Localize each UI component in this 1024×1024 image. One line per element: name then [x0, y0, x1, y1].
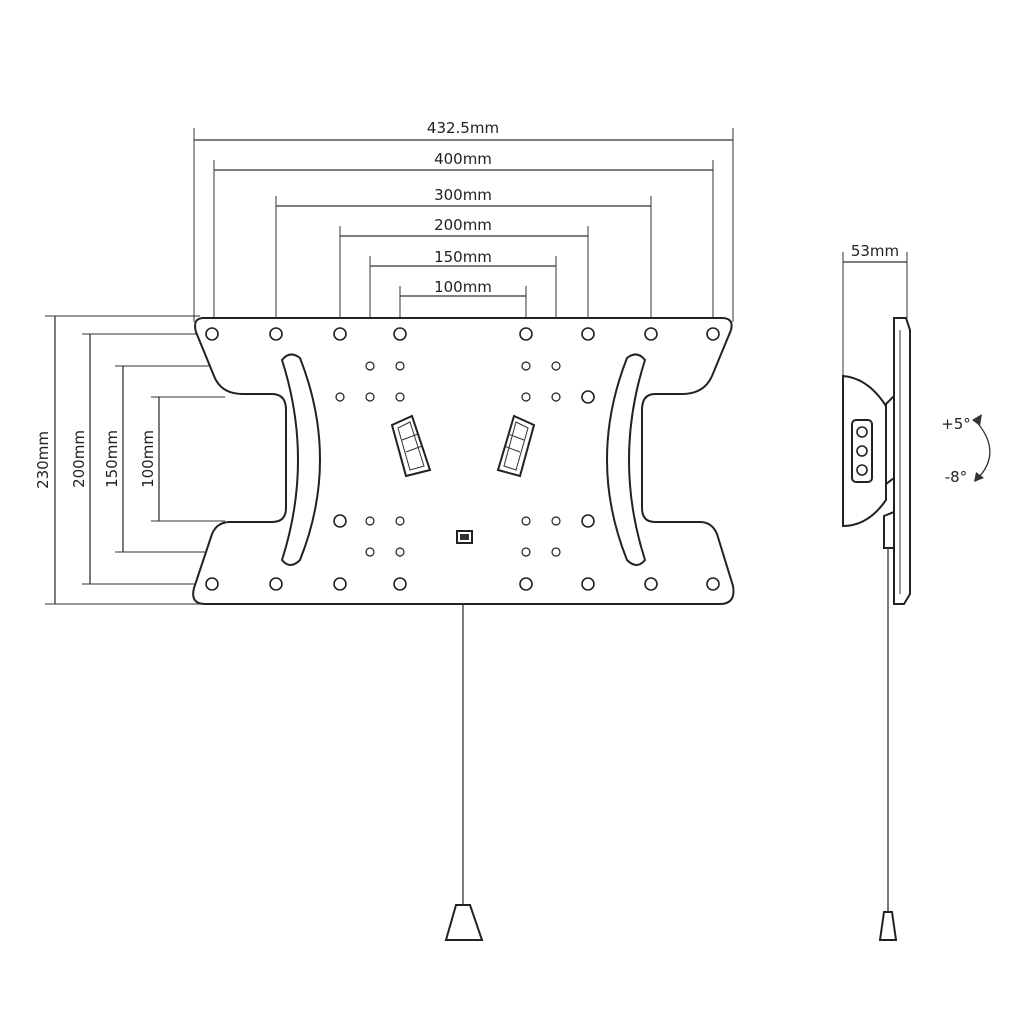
label-h150: 150mm	[103, 430, 121, 488]
side-pull-cord-handle	[878, 911, 898, 941]
small-hole	[551, 361, 561, 371]
mount-hole	[393, 327, 407, 341]
small-hole	[551, 516, 561, 526]
mount-hole	[205, 577, 219, 591]
small-hole	[551, 392, 561, 402]
label-h200: 200mm	[70, 430, 88, 488]
side-upper-hook	[885, 393, 895, 486]
bracket-plate-front	[192, 317, 735, 941]
mount-hole	[644, 577, 658, 591]
label-200: 200mm	[434, 216, 492, 234]
side-lower-hook	[883, 510, 895, 549]
left-hook-bracket	[390, 414, 432, 478]
mount-hole	[706, 577, 720, 591]
top-hole-row	[205, 327, 720, 341]
mount-hole	[581, 327, 595, 341]
mount-hole	[333, 577, 347, 591]
small-hole	[365, 547, 375, 557]
mount-hole	[205, 327, 219, 341]
tilt-indicator: +5° -8°	[941, 414, 991, 486]
small-hole	[365, 361, 375, 371]
small-hole	[395, 392, 405, 402]
tilt-down-label: -8°	[945, 468, 967, 486]
label-h100: 100mm	[139, 430, 157, 488]
label-432: 432.5mm	[427, 119, 499, 137]
small-hole	[551, 547, 561, 557]
mount-hole	[519, 577, 533, 591]
label-depth: 53mm	[851, 242, 899, 260]
plate-outline	[192, 317, 735, 605]
small-hole	[395, 547, 405, 557]
label-300: 300mm	[434, 186, 492, 204]
level-indicator-core	[460, 534, 469, 540]
horizontal-dimensions: 432.5mm 400mm 300mm 200mm 150mm 100mm	[193, 119, 734, 362]
mount-hole	[393, 577, 407, 591]
tilt-arc	[974, 419, 991, 477]
right-hook-bracket	[496, 414, 536, 478]
small-hole	[335, 392, 345, 402]
mount-hole	[333, 514, 347, 528]
mount-hole	[269, 327, 283, 341]
tilt-up-label: +5°	[941, 415, 971, 433]
label-100: 100mm	[434, 278, 492, 296]
bottom-hole-row	[205, 577, 720, 591]
label-230: 230mm	[34, 431, 52, 489]
left-curved-slot	[280, 353, 321, 566]
small-hole	[395, 361, 405, 371]
label-150: 150mm	[434, 248, 492, 266]
tilt-arrow-up-icon	[972, 414, 982, 426]
small-hole	[521, 361, 531, 371]
mount-hole	[269, 577, 283, 591]
right-curved-slot	[606, 353, 647, 566]
mount-hole	[706, 327, 720, 341]
tilt-arrow-down-icon	[974, 472, 984, 482]
pull-cord-handle	[444, 904, 484, 941]
side-tv-plate	[893, 317, 911, 605]
mount-hole	[581, 390, 595, 404]
mount-hole	[519, 327, 533, 341]
small-hole	[521, 516, 531, 526]
pivot-bolt-top	[856, 426, 868, 438]
small-hole	[521, 547, 531, 557]
mount-hole	[581, 577, 595, 591]
pivot-bolt-bottom	[856, 464, 868, 476]
pivot-bolt-mid	[856, 445, 868, 457]
small-hole	[365, 392, 375, 402]
small-hole	[395, 516, 405, 526]
mount-hole	[644, 327, 658, 341]
small-hole	[521, 392, 531, 402]
small-hole	[365, 516, 375, 526]
inner-hole-grid	[333, 361, 595, 557]
mount-hole	[333, 327, 347, 341]
mount-hole	[581, 514, 595, 528]
label-400: 400mm	[434, 150, 492, 168]
bracket-side-view: 53mm	[842, 242, 911, 941]
